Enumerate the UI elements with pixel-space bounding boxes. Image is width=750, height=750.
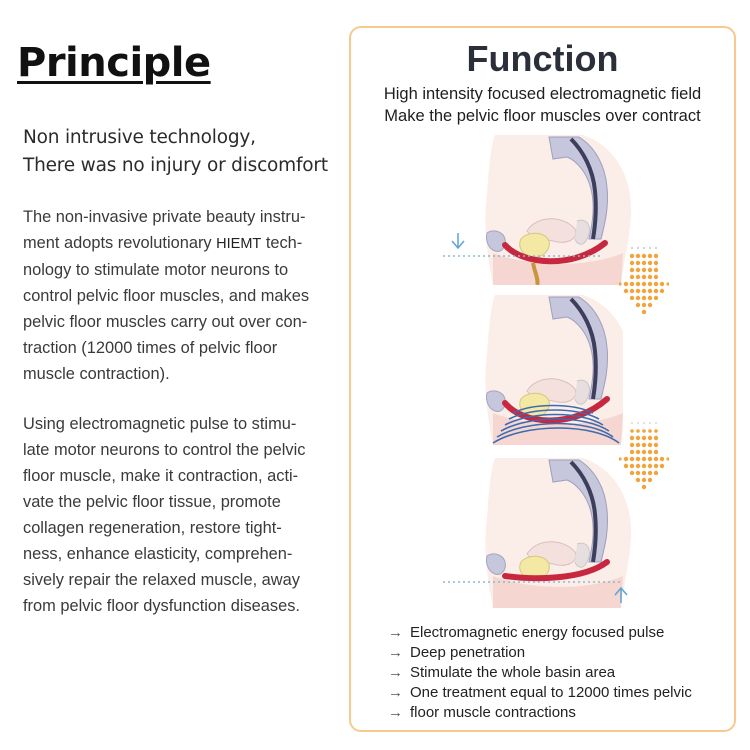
subtitle-line: Non intrusive technology, <box>23 127 256 148</box>
function-subtitle: High intensity focused electromagnetic f… <box>351 83 734 127</box>
paragraph-line: control pelvic floor muscles, and makes <box>23 287 310 305</box>
bullet-text: One treatment equal to 12000 times pelvi… <box>410 684 692 701</box>
subtitle-line: Make the pelvic floor muscles over contr… <box>384 107 701 125</box>
function-title: Function <box>466 38 619 79</box>
bullet-item: → One treatment equal to 12000 times pelv… <box>388 683 692 703</box>
bullet-item: → floor muscle contractions <box>388 703 692 723</box>
paragraph-line: sively repair the relaxed muscle, away <box>23 571 300 589</box>
paragraph-line: vate the pelvic floor tissue, promote <box>23 493 281 511</box>
paragraph-line: from pelvic floor dysfunction diseases. <box>23 597 300 615</box>
dotted-down-arrow-icon <box>618 244 670 322</box>
paragraph-line: muscle contraction). <box>23 365 170 383</box>
right-arrow-icon: → <box>388 684 403 701</box>
arrow-up-icon <box>614 586 628 603</box>
principle-subtitle: Non intrusive technology, There was no i… <box>23 124 328 180</box>
right-arrow-icon: → <box>388 644 403 661</box>
bullet-text: Stimulate the whole basin area <box>410 664 616 681</box>
principle-section: Principle Non intrusive technology, Ther… <box>0 0 345 750</box>
bullet-text: Electromagnetic energy focused pulse <box>410 624 665 641</box>
illustration-electromagnetic-stimulation <box>443 293 634 447</box>
right-arrow-icon: → <box>388 624 403 641</box>
subtitle-line: There was no injury or discomfort <box>23 155 328 176</box>
paragraph-line: traction (12000 times of pelvic floor <box>23 339 278 357</box>
illustration-relaxed-pelvic-floor <box>443 133 703 287</box>
paragraph-line: ness, enhance elasticity, comprehen- <box>23 545 293 563</box>
paragraph-line: floor muscle, make it contraction, acti- <box>23 467 299 485</box>
function-bullet-list: → Electromagnetic energy focused pulse → D… <box>388 623 692 723</box>
paragraph-line: nology to stimulate motor neurons to <box>23 261 289 279</box>
hiemt-acronym: HIEMT <box>216 236 262 252</box>
bullet-text: floor muscle contractions <box>410 704 576 721</box>
paragraph-line: ment adopts revolutionary HIEMT tech- <box>23 230 345 257</box>
paragraph-line: The non-invasive private beauty instru- <box>23 208 306 226</box>
principle-title: Principle <box>17 40 211 86</box>
bullet-item: → Deep penetration <box>388 643 692 663</box>
right-arrow-icon: → <box>388 704 403 721</box>
bullet-text: Deep penetration <box>410 644 526 661</box>
paragraph-text: tech- <box>261 234 303 252</box>
paragraph-line: collagen regeneration, restore tight- <box>23 519 282 537</box>
principle-paragraph-2: Using electromagnetic pulse to stimu- la… <box>23 411 345 619</box>
illustration-contracted-pelvic-floor <box>443 456 643 610</box>
principle-paragraph-1: The non-invasive private beauty instru- … <box>23 204 345 387</box>
paragraph-line: late motor neurons to control the pelvic <box>23 441 306 459</box>
paragraph-line: pelvic floor muscles carry out over con- <box>23 313 308 331</box>
bullet-item: → Electromagnetic energy focused pulse <box>388 623 692 643</box>
right-arrow-icon: → <box>388 664 403 681</box>
subtitle-line: High intensity focused electromagnetic f… <box>383 85 702 103</box>
paragraph-line: Using electromagnetic pulse to stimu- <box>23 415 297 433</box>
bullet-item: → Stimulate the whole basin area <box>388 663 692 683</box>
function-panel: Function High intensity focused electrom… <box>349 26 736 732</box>
paragraph-text: ment adopts revolutionary <box>23 234 217 252</box>
dotted-down-arrow-icon <box>618 419 670 497</box>
arrow-down-icon <box>451 233 465 250</box>
